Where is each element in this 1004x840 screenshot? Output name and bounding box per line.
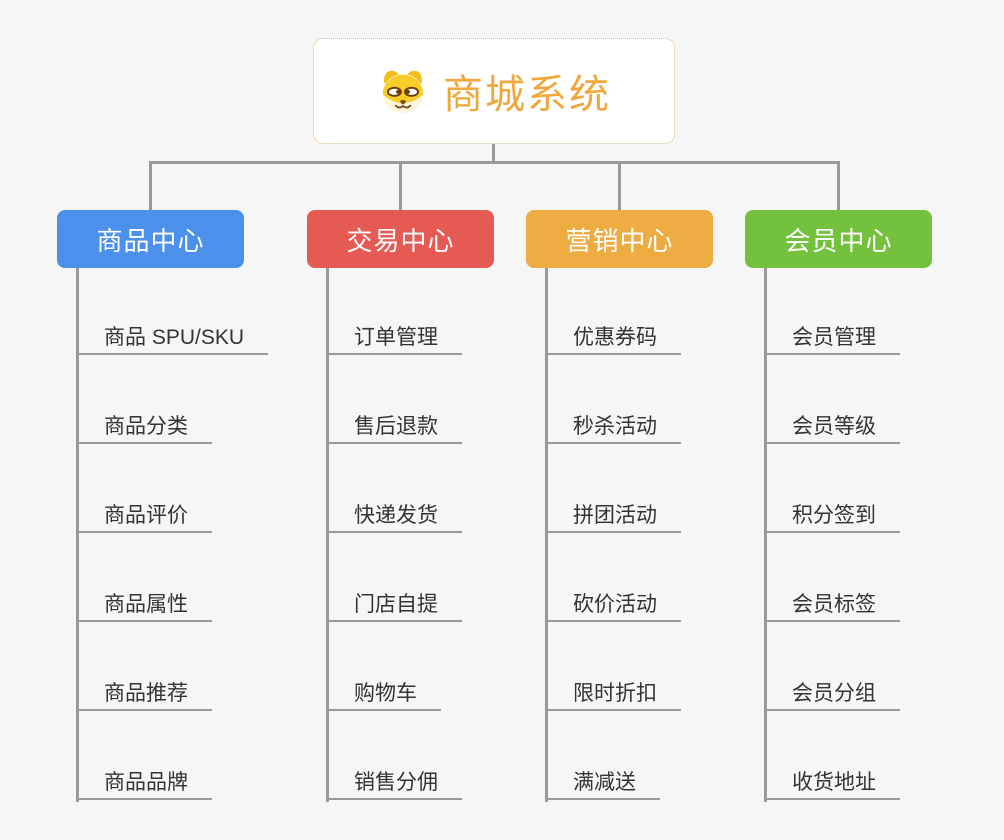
leaf-node[interactable]: 销售分佣 (326, 768, 462, 800)
branch-header-1[interactable]: 交易中心 (307, 210, 494, 268)
leaf-node[interactable]: 秒杀活动 (545, 412, 681, 444)
branch-drop-line-3 (837, 161, 840, 210)
branch-rail-line (149, 161, 840, 164)
branch-spine-line-3 (764, 268, 767, 802)
branch-drop-line-2 (618, 161, 621, 210)
leaf-node[interactable]: 积分签到 (764, 501, 900, 533)
leaf-node[interactable]: 商品分类 (76, 412, 212, 444)
branch-header-3[interactable]: 会员中心 (745, 210, 932, 268)
branch-spine-line-0 (76, 268, 79, 802)
leaf-node[interactable]: 商品推荐 (76, 679, 212, 711)
leaf-node[interactable]: 拼团活动 (545, 501, 681, 533)
branch-drop-line-1 (399, 161, 402, 210)
leaf-node[interactable]: 限时折扣 (545, 679, 681, 711)
branch-spine-line-1 (326, 268, 329, 802)
leaf-node[interactable]: 购物车 (326, 679, 441, 711)
leaf-node[interactable]: 会员等级 (764, 412, 900, 444)
root-node[interactable]: 商城系统 (313, 38, 675, 144)
leaf-node[interactable]: 商品 SPU/SKU (76, 323, 269, 355)
branch-header-2[interactable]: 营销中心 (526, 210, 713, 268)
branch-spine-line-2 (545, 268, 548, 802)
leaf-node[interactable]: 砍价活动 (545, 590, 681, 622)
dog-face-icon (377, 67, 429, 115)
leaf-node[interactable]: 商品品牌 (76, 768, 212, 800)
leaf-node[interactable]: 售后退款 (326, 412, 462, 444)
leaf-node[interactable]: 优惠券码 (545, 323, 681, 355)
leaf-node[interactable]: 满减送 (545, 768, 660, 800)
leaf-node[interactable]: 会员分组 (764, 679, 900, 711)
branch-header-0[interactable]: 商品中心 (57, 210, 244, 268)
root-stem-line (492, 144, 495, 163)
branch-drop-line-0 (149, 161, 152, 210)
leaf-node[interactable]: 会员标签 (764, 590, 900, 622)
leaf-node[interactable]: 快递发货 (326, 501, 462, 533)
leaf-node[interactable]: 收货地址 (764, 768, 900, 800)
leaf-node[interactable]: 会员管理 (764, 323, 900, 355)
leaf-node[interactable]: 订单管理 (326, 323, 462, 355)
leaf-node[interactable]: 门店自提 (326, 590, 462, 622)
leaf-node[interactable]: 商品属性 (76, 590, 212, 622)
leaf-node[interactable]: 商品评价 (76, 501, 212, 533)
root-title: 商城系统 (443, 73, 611, 117)
